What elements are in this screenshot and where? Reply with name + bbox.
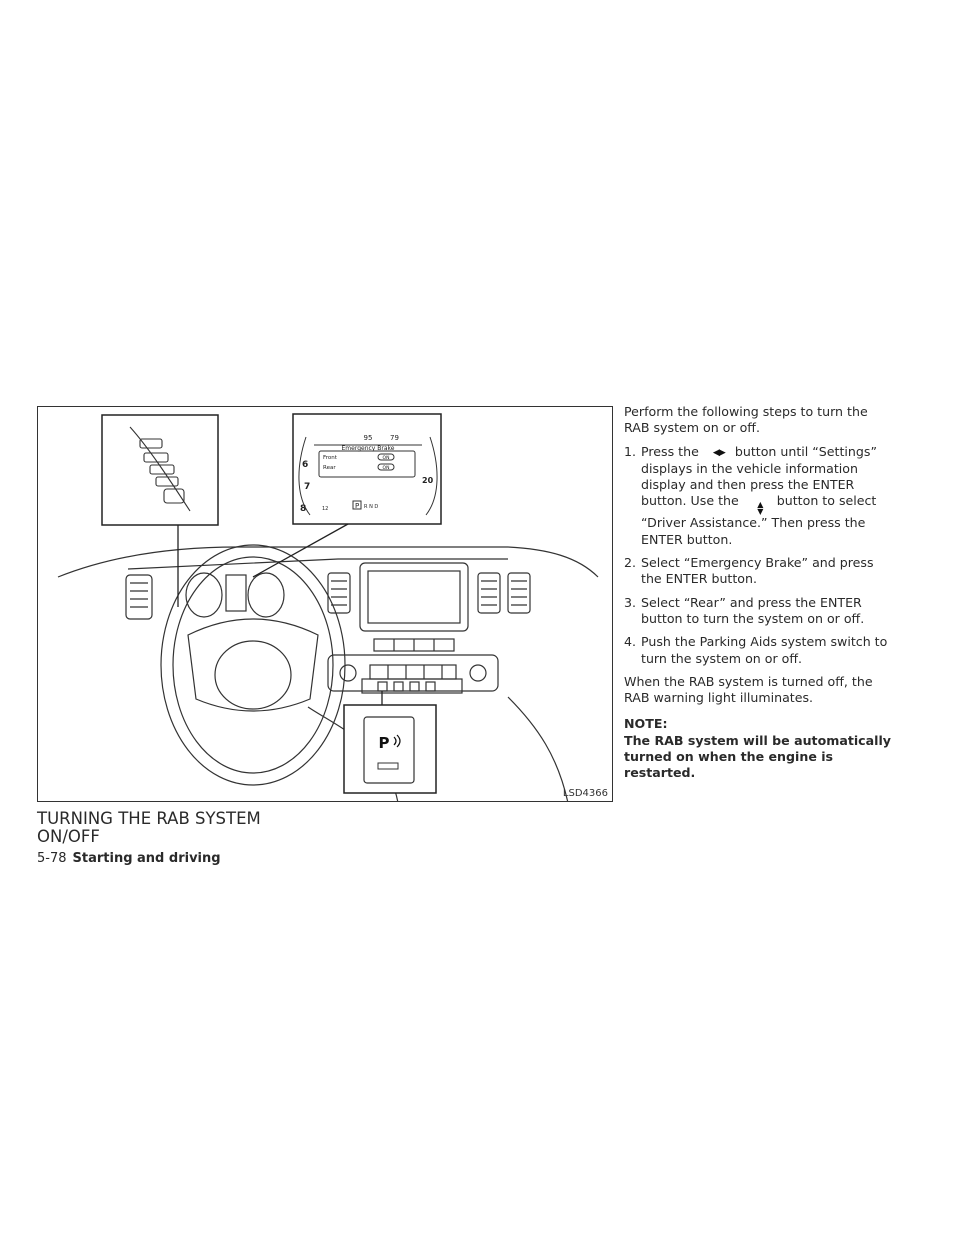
section-heading: TURNING THE RAB SYSTEM ON/OFF (37, 809, 261, 846)
display-toggle-front: ON (383, 455, 390, 461)
warning-light-paragraph: When the RAB system is turned off, the R… (624, 673, 873, 706)
steering-switch-callout (101, 414, 219, 607)
step-1: 1.Press the ◀▶button until “Settings” di… (624, 444, 896, 548)
step-4: 4.Push the Parking Aids system switch to… (624, 634, 896, 667)
step-number: 1. (624, 443, 637, 459)
gauge-left (185, 572, 223, 618)
tach-6: 6 (302, 460, 308, 470)
parking-switch-p-label: P (379, 734, 390, 752)
page-number: 5-78 (37, 851, 67, 866)
chapter-title: Starting and driving (72, 851, 221, 866)
display-title: Emergency Brake (342, 445, 395, 452)
step-number: 2. (624, 555, 637, 571)
step-2-text: Select “Emergency Brake” and press the E… (641, 555, 874, 587)
dashboard-outline (57, 546, 599, 578)
parking-aids-callout: P (343, 691, 437, 794)
step-1-text-c: button to select “Driver Assistance.” Th… (641, 493, 877, 547)
tach-7: 7 (304, 482, 310, 492)
speed-20: 20 (422, 476, 434, 485)
display-gear-p: P (355, 502, 359, 510)
display-gears: R N D (364, 504, 378, 510)
dashboard-illustration: 95 79 Emergency Brake Front Rear ON ON 6… (57, 413, 599, 801)
left-vent (125, 574, 153, 620)
step-3: 3.Select “Rear” and press the ENTER butt… (624, 595, 896, 628)
gauge-right (247, 572, 285, 618)
note-heading: NOTE: (624, 716, 668, 732)
note-text: The RAB system will be automatically tur… (624, 732, 891, 781)
display-status-values-2: 79 (390, 434, 399, 442)
parking-aids-switch-small (377, 681, 388, 692)
intro-paragraph: Perform the following steps to turn the … (624, 404, 868, 436)
climate-panel (327, 654, 499, 692)
step-2: 2.Select “Emergency Brake” and press the… (624, 555, 896, 588)
page-footer: 5-78 Starting and driving (37, 851, 221, 866)
instructions: Perform the following steps to turn the … (624, 404, 896, 789)
display-row-front: Front (323, 455, 338, 461)
up-down-arrow-icon: ▲▼ (757, 500, 763, 517)
display-toggle-rear: ON (383, 465, 390, 471)
step-1-text-a: Press the (641, 443, 699, 459)
step-3-text: Select “Rear” and press the ENTER button… (641, 594, 865, 626)
dashboard-figure: 95 79 Emergency Brake Front Rear ON ON 6… (37, 406, 613, 802)
step-number: 4. (624, 634, 637, 650)
left-right-arrow-icon: ◀▶ (712, 447, 726, 458)
display-odo: 12 (322, 506, 328, 512)
display-row-rear: Rear (323, 465, 336, 471)
tach-8: 8 (300, 504, 306, 514)
steering-wheel (160, 544, 346, 786)
display-status-values: 95 (364, 434, 373, 442)
center-vent-right (477, 572, 501, 614)
center-screen (359, 562, 469, 632)
step-number: 3. (624, 594, 637, 610)
center-vent-left (327, 572, 351, 614)
step-4-text: Push the Parking Aids system switch to t… (641, 634, 888, 666)
info-display-callout: 95 79 Emergency Brake Front Rear ON ON 6… (252, 413, 442, 578)
step-1-text-b: button until “Settings” displays in the … (641, 443, 877, 509)
figure-code: LSD4366 (562, 788, 608, 799)
